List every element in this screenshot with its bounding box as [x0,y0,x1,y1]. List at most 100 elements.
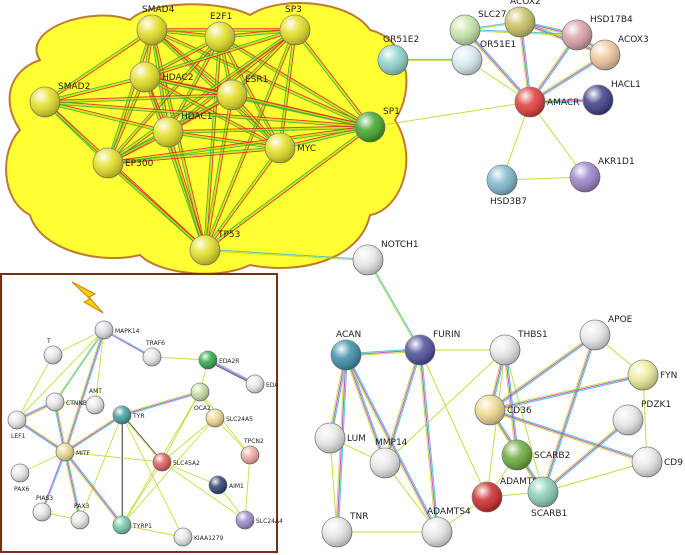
node-tpcn2[interactable]: TPCN2 [240,438,264,465]
node-oca2[interactable]: OCA2 [190,382,211,412]
node-amt[interactable]: AMT [85,388,105,415]
edge-hdac1-sp1 [167,125,371,134]
node-ctnnb1[interactable]: CTNNB1 [45,392,91,412]
node-notch1[interactable]: NOTCH1 [352,240,419,276]
node-acox3[interactable]: ACOX3 [589,35,649,71]
node-furin[interactable]: FURIN [404,330,460,366]
node-sp3[interactable]: SP3 [279,5,311,46]
edge-line [64,414,123,453]
edge-line [203,125,370,250]
edge-line [42,452,66,513]
edge-line [63,452,122,526]
node-cd36[interactable]: CD36 [474,394,532,426]
edge-cd36-cd9 [489,408,648,464]
node-hdac1[interactable]: HDAC1 [152,112,213,148]
edge-line [204,126,371,251]
node-or51e1[interactable]: OR51E1 [451,40,516,76]
node-or51e2[interactable]: OR51E2 [377,35,419,76]
node-lef1[interactable]: LEF1 [7,410,27,440]
node-label: THBS1 [517,330,548,340]
edge-line [205,95,234,251]
edge-line [107,126,371,164]
node-t[interactable]: T [43,338,63,365]
node-lum[interactable]: LUM [314,422,366,454]
node-mitf[interactable]: MITF [55,442,91,462]
node-smad2[interactable]: SMAD2 [29,82,90,118]
edge-lum-tnr [329,437,338,533]
node-smad4[interactable]: SMAD4 [136,5,175,46]
node-scarb1[interactable]: SCARB1 [527,476,567,519]
node-tp53[interactable]: TP53 [189,230,240,266]
edge-line [108,161,207,250]
edge-pdzk1-scarb1 [541,418,630,494]
edge-furin-adamts12 [419,349,488,498]
node-scarb2[interactable]: SCARB2 [501,439,570,471]
node-hsd3b7[interactable]: HSD3B7 [486,164,527,207]
node-shine [450,15,480,45]
edge-line [543,420,630,494]
edge-line [107,162,206,251]
node-pdzk1[interactable]: PDZK1 [612,400,671,436]
edge-line [383,349,420,463]
node-fyn[interactable]: FYN [627,359,677,391]
edge-line [505,349,519,455]
node-amacr[interactable]: AMACR [514,86,579,118]
node-mapk14[interactable]: MAPK14 [94,320,140,340]
edge-line [490,335,597,412]
node-pax3[interactable]: PAX3 [70,503,89,530]
node-tyrp1[interactable]: TYRP1 [112,515,152,535]
node-hacl1[interactable]: HACL1 [582,80,641,116]
edge-line [220,35,371,127]
edge-line [106,76,145,163]
node-tnr[interactable]: TNR [321,512,368,548]
node-shine [570,162,600,192]
node-eda[interactable]: EDA [245,374,279,394]
edge-line [144,76,281,149]
edge-line [52,329,105,356]
node-apoe[interactable]: APOE [579,315,633,351]
node-tyr[interactable]: TYR [112,405,145,425]
node-eda2r[interactable]: EDA2R [198,350,239,370]
edge-line [199,391,251,456]
edge-line [205,127,372,252]
node-hsd17b4[interactable]: HSD17B4 [561,15,633,51]
node-kiaa1279[interactable]: KIAA1279 [173,527,224,547]
node-sp1[interactable]: SP1 [354,107,400,143]
node-hdac2[interactable]: HDAC2 [129,61,194,93]
node-acox2[interactable]: ACOX2 [504,0,541,38]
node-shine [206,409,224,427]
node-acan[interactable]: ACAN [330,330,362,371]
node-slc27a5[interactable]: SLC27A5 [449,10,518,46]
node-shine [475,395,505,425]
edge-line [280,127,371,150]
node-label: SLC24A5 [226,416,253,423]
node-akr1d1[interactable]: AKR1D1 [569,157,635,193]
node-adamts12[interactable]: ADAMTS12 [471,477,550,513]
node-shine [322,517,352,547]
node-label: FYN [660,371,677,381]
node-slc24a4[interactable]: SLC24A4 [235,510,283,530]
edge-line [65,415,123,454]
node-thbs1[interactable]: THBS1 [489,330,548,366]
node-slc45a2[interactable]: SLC45A2 [152,452,200,472]
node-shine [44,346,62,364]
node-cd9[interactable]: CD9 [631,446,683,478]
edge-esr1-sp1 [231,93,371,129]
node-shine [265,133,295,163]
node-label: SP3 [285,5,302,15]
node-adamts4[interactable]: ADAMTS4 [421,507,471,548]
node-ep300[interactable]: EP300 [92,147,154,179]
edge-ep300-sp1 [107,125,371,165]
node-e2f1[interactable]: E2F1 [204,12,236,53]
node-pax6[interactable]: PAX6 [10,463,29,493]
node-label: OR51E2 [383,35,419,45]
node-label: MITF [76,450,91,457]
node-label: HDAC1 [181,112,213,122]
node-traf6[interactable]: TRAF6 [142,340,165,367]
node-mmp14[interactable]: MMP14 [369,438,408,479]
node-aim1[interactable]: AIM1 [208,475,244,495]
node-slc24a5[interactable]: SLC24A5 [205,408,253,428]
node-esr1[interactable]: ESR1 [216,75,268,111]
node-myc[interactable]: MYC [264,132,316,164]
node-pias3[interactable]: PIAS3 [32,495,53,522]
